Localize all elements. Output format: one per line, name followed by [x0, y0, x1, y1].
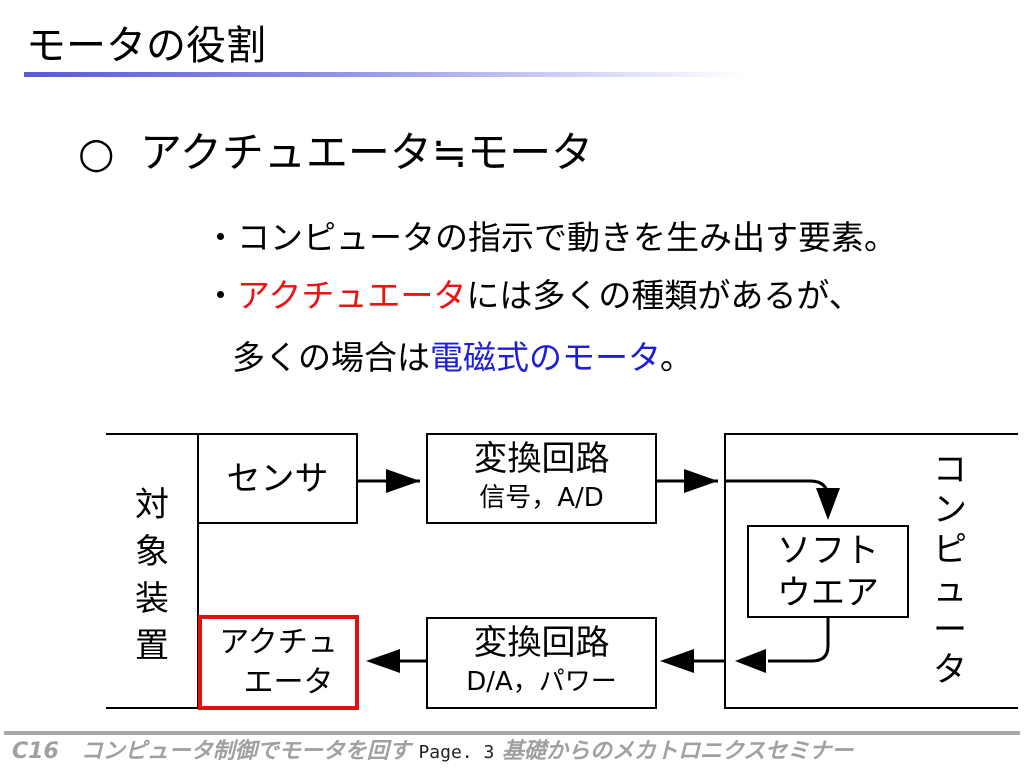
- bullet-2-marker: ・: [204, 276, 237, 315]
- actuator-label-line2: エータ: [243, 665, 334, 700]
- arrowhead-out-of-software: [735, 649, 766, 673]
- bullet-2-rest: には多くの種類があるが、: [466, 276, 862, 315]
- slide-title: モータの役割: [26, 23, 266, 69]
- target-device-frame: [106, 433, 199, 709]
- footer: C16 コンピュータ制御でモータを回す Page. 3 基礎からのメカトロニクス…: [12, 738, 853, 767]
- software-box: [747, 525, 909, 618]
- bullet-2-highlight: アクチュエータ: [237, 276, 467, 315]
- bullet-3-suffix: 。: [660, 338, 694, 377]
- bullet-3-prefix: 多くの場合は: [232, 338, 430, 377]
- actuator-box: [198, 615, 359, 710]
- arrowhead-converter-to-computer: [684, 469, 718, 493]
- arrowhead-sensor-to-converter: [386, 469, 420, 493]
- footer-page-number: Page. 3: [418, 742, 495, 763]
- bullet-3: 多くの場合は電磁式のモータ。: [232, 338, 693, 378]
- footer-right-text: 基礎からのメカトロニクスセミナー: [501, 739, 854, 764]
- arrow-into-software: [725, 479, 830, 505]
- converter-top-sub: 信号，A/D: [479, 483, 604, 513]
- arrow-out-of-software: [768, 617, 830, 663]
- footer-left-text: C16 コンピュータ制御でモータを回す: [12, 739, 411, 764]
- heading: ○ アクチュエータ≒モータ: [78, 128, 593, 178]
- bullet-3-highlight: 電磁式のモータ: [430, 338, 661, 377]
- bullet-1: ・コンピュータの指示で動きを生み出す要素。: [204, 218, 897, 258]
- footer-rule: [4, 731, 1020, 735]
- converter-bottom-title: 変換回路: [473, 623, 610, 663]
- bullet-2: ・アクチュエータには多くの種類があるが、: [204, 276, 862, 316]
- computer-frame: [724, 433, 1018, 709]
- bullet-1-marker: ・: [204, 218, 237, 257]
- sensor-label: センサ: [226, 459, 329, 499]
- sensor-box: [197, 433, 358, 524]
- bullet-1-text: コンピュータの指示で動きを生み出す要素。: [237, 218, 897, 257]
- target-device-label: 対象装置: [135, 485, 169, 666]
- heading-circle-mark: ○: [78, 128, 115, 177]
- converter-top-title: 変換回路: [473, 439, 610, 479]
- converter-top-box: [426, 433, 657, 524]
- title-underline: [24, 72, 744, 77]
- arrowhead-converter-to-actuator: [366, 649, 400, 673]
- software-label-line1: ソフト: [777, 531, 879, 571]
- actuator-label-line1: アクチュ: [219, 625, 338, 660]
- computer-label: コンピュータ: [933, 450, 967, 690]
- heading-text: アクチュエータ≒モータ: [140, 128, 594, 177]
- software-label-line2: ウエア: [777, 573, 879, 613]
- converter-bottom-sub: D/A，パワー: [466, 667, 617, 697]
- arrowhead-into-software: [816, 488, 840, 520]
- converter-bottom-box: [426, 617, 657, 709]
- arrowhead-computer-to-converter: [660, 649, 694, 673]
